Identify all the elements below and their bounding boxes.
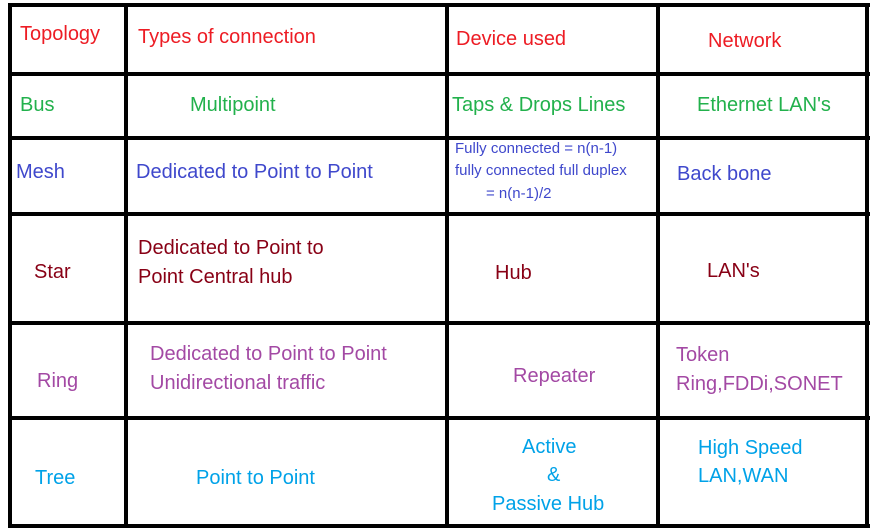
cell-network-bus: Ethernet LAN's	[697, 94, 831, 116]
cell-topology-mesh: Mesh	[16, 161, 65, 183]
cell-device-mesh-line3: = n(n-1)/2	[486, 185, 552, 202]
cell-connection-mesh: Dedicated to Point to Point	[136, 161, 373, 183]
col-divider	[8, 3, 12, 528]
cell-topology-star: Star	[34, 261, 71, 283]
cell-connection-star-line1: Dedicated to Point to	[138, 237, 324, 259]
header-connection: Types of connection	[138, 26, 316, 48]
table-border	[9, 524, 870, 528]
cell-device-tree-line3: Passive Hub	[492, 493, 605, 515]
cell-connection-tree: Point to Point	[196, 467, 315, 489]
cell-device-ring: Repeater	[513, 365, 596, 387]
cell-network-tree-line2: LAN,WAN	[698, 465, 789, 487]
cell-network-ring-line1: Token	[676, 344, 730, 366]
col-divider	[656, 3, 660, 528]
cell-device-mesh-line2: fully connected full duplex	[455, 162, 627, 179]
cell-network-star: LAN's	[707, 260, 760, 282]
cell-connection-ring-line2: Unidirectional traffic	[150, 372, 326, 394]
header-network: Network	[708, 30, 782, 52]
cell-device-mesh-line1: Fully connected = n(n-1)	[455, 140, 618, 157]
cell-network-ring-line2: Ring,FDDi,SONET	[676, 373, 843, 395]
cell-topology-bus: Bus	[20, 94, 55, 116]
header-device: Device used	[456, 28, 567, 50]
table-border	[9, 3, 870, 7]
col-divider	[445, 3, 449, 528]
row-divider	[9, 136, 870, 140]
cell-network-tree-line1: High Speed	[698, 437, 803, 459]
cell-connection-ring-line1: Dedicated to Point to Point	[150, 343, 387, 365]
cell-device-bus: Taps & Drops Lines	[452, 94, 626, 116]
cell-device-tree-line2: &	[547, 464, 561, 486]
cell-connection-bus: Multipoint	[190, 94, 276, 116]
table-border	[865, 3, 869, 528]
cell-connection-star-line2: Point Central hub	[138, 266, 293, 288]
cell-device-star: Hub	[495, 262, 532, 284]
cell-topology-ring: Ring	[37, 370, 79, 392]
row-divider	[9, 416, 870, 420]
cell-device-tree-line1: Active	[522, 436, 577, 458]
row-divider	[9, 321, 870, 325]
row-divider	[9, 212, 870, 216]
col-divider	[124, 3, 128, 528]
header-topology: Topology	[20, 23, 101, 45]
row-divider	[9, 72, 870, 76]
cell-topology-tree: Tree	[35, 467, 76, 489]
cell-network-mesh: Back bone	[677, 163, 772, 185]
